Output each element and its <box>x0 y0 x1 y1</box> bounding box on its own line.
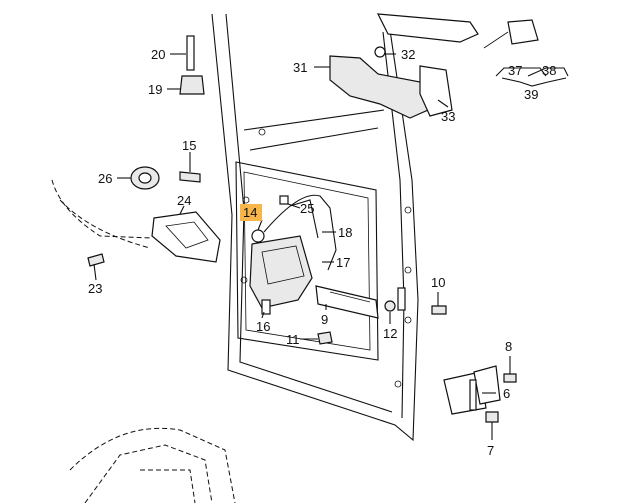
bolt-19-20 <box>179 35 205 95</box>
callout-12: 12 <box>383 326 397 341</box>
callout-11: 11 <box>286 332 300 347</box>
grommet-26-hole <box>138 172 152 184</box>
callout-39: 39 <box>524 87 538 102</box>
screw-11 <box>317 331 333 345</box>
callout-31: 31 <box>293 60 307 75</box>
striker-plate <box>397 287 406 311</box>
callout-20: 20 <box>151 47 165 62</box>
vehicle-silhouette <box>69 427 236 503</box>
outer-handle-assembly <box>329 13 539 119</box>
callout-18: 18 <box>338 225 352 240</box>
hinge-6 <box>443 365 501 415</box>
callout-8: 8 <box>505 339 512 354</box>
screw-23 <box>87 253 105 267</box>
callout-17: 17 <box>336 255 350 270</box>
bolt-7 <box>485 411 499 423</box>
washer-12 <box>384 300 396 312</box>
callout-labels: 20 19 15 26 24 23 14 25 18 17 16 9 11 12… <box>88 47 556 458</box>
callout-26: 26 <box>98 171 112 186</box>
callout-7: 7 <box>487 443 494 458</box>
callout-6: 6 <box>503 386 510 401</box>
callout-9: 9 <box>321 312 328 327</box>
callout-32: 32 <box>401 47 415 62</box>
bolt-10 <box>431 305 447 315</box>
door-check-9 <box>315 285 379 319</box>
bolt-15 <box>179 171 201 183</box>
callout-14-highlight <box>240 204 262 221</box>
callout-23: 23 <box>88 281 102 296</box>
callout-33: 33 <box>441 109 455 124</box>
callout-38: 38 <box>542 63 556 78</box>
lock-mechanism-16 <box>249 194 337 315</box>
inner-handle-24 <box>51 179 221 263</box>
callout-37: 37 <box>508 63 522 78</box>
leader-lines <box>93 53 569 440</box>
callout-15: 15 <box>182 138 196 153</box>
callout-14: 14 <box>243 205 257 220</box>
callout-16: 16 <box>256 319 270 334</box>
callout-24: 24 <box>177 193 191 208</box>
callout-25: 25 <box>300 201 314 216</box>
callout-10: 10 <box>431 275 445 290</box>
bolt-8 <box>503 373 517 383</box>
callout-19: 19 <box>148 82 162 97</box>
